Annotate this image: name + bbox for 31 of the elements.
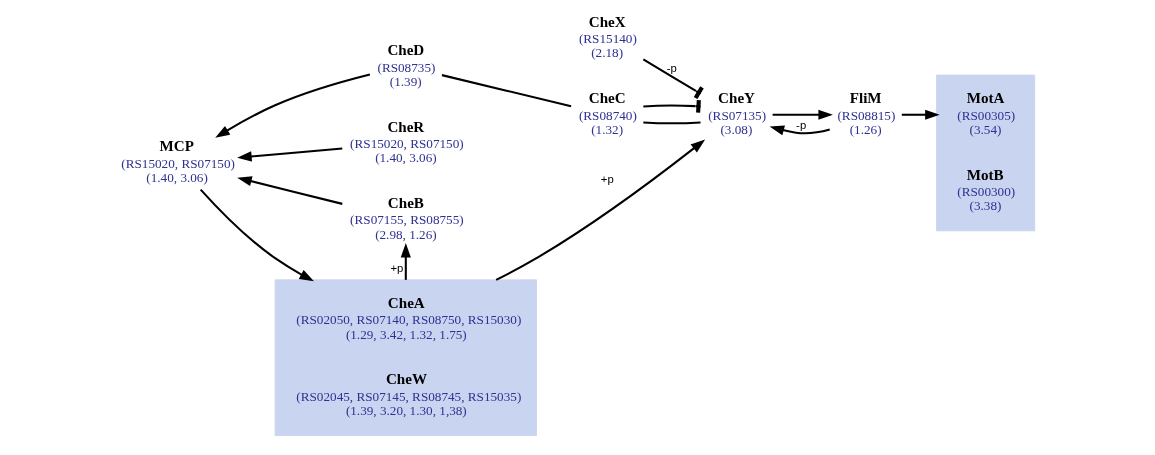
node-text: FliM (RS08815) (1.26): [836, 90, 895, 137]
arrow: [236, 176, 343, 205]
node-text: CheR (RS15020, RS07150) (1.40, 3.06): [349, 118, 464, 166]
node-text: CheA (RS02050, RS07140, RS08750, RS15030) (1.29, 3.42, 1.32, 1.75): [295, 294, 521, 342]
node-text: MotA (RS00305) (3.54): [956, 90, 1015, 137]
edge-label: -p: [666, 61, 677, 74]
cluster: [274, 279, 537, 437]
node-text: MotB (RS00300) (3.38): [956, 166, 1015, 214]
edge-label: -p: [795, 119, 806, 132]
node-text: CheB (RS07155, RS08755) (2.98, 1.26): [349, 194, 464, 242]
arrow: [400, 243, 411, 280]
node-text: CheY (RS07135) (3.08): [707, 90, 766, 137]
connector: [642, 58, 704, 100]
cluster: [935, 74, 1035, 232]
arrow: [772, 109, 833, 120]
arrow: [214, 73, 370, 138]
node-text: CheC (RS08740) (1.32): [578, 90, 637, 137]
edge-label: +p: [389, 262, 403, 275]
node-text: MCP (RS15020, RS07150) (1.40, 3.06): [120, 138, 235, 185]
connector: [642, 99, 701, 113]
arrow: [769, 125, 830, 136]
node-text: CheD (RS08735) (1.39): [377, 42, 435, 89]
arrow: [236, 147, 342, 162]
node-text: CheX (RS15140) (2.18): [578, 13, 637, 61]
arrow: [901, 109, 940, 120]
connector: [441, 74, 571, 108]
node-text: CheW (RS02045, RS07145, RS08745, RS15035) (1.39, 3.20, 1.30, 1,38): [295, 371, 521, 418]
arrow: [495, 139, 705, 281]
connector: [642, 121, 701, 125]
edge-label: +p: [600, 173, 614, 186]
arrow: [199, 188, 314, 282]
